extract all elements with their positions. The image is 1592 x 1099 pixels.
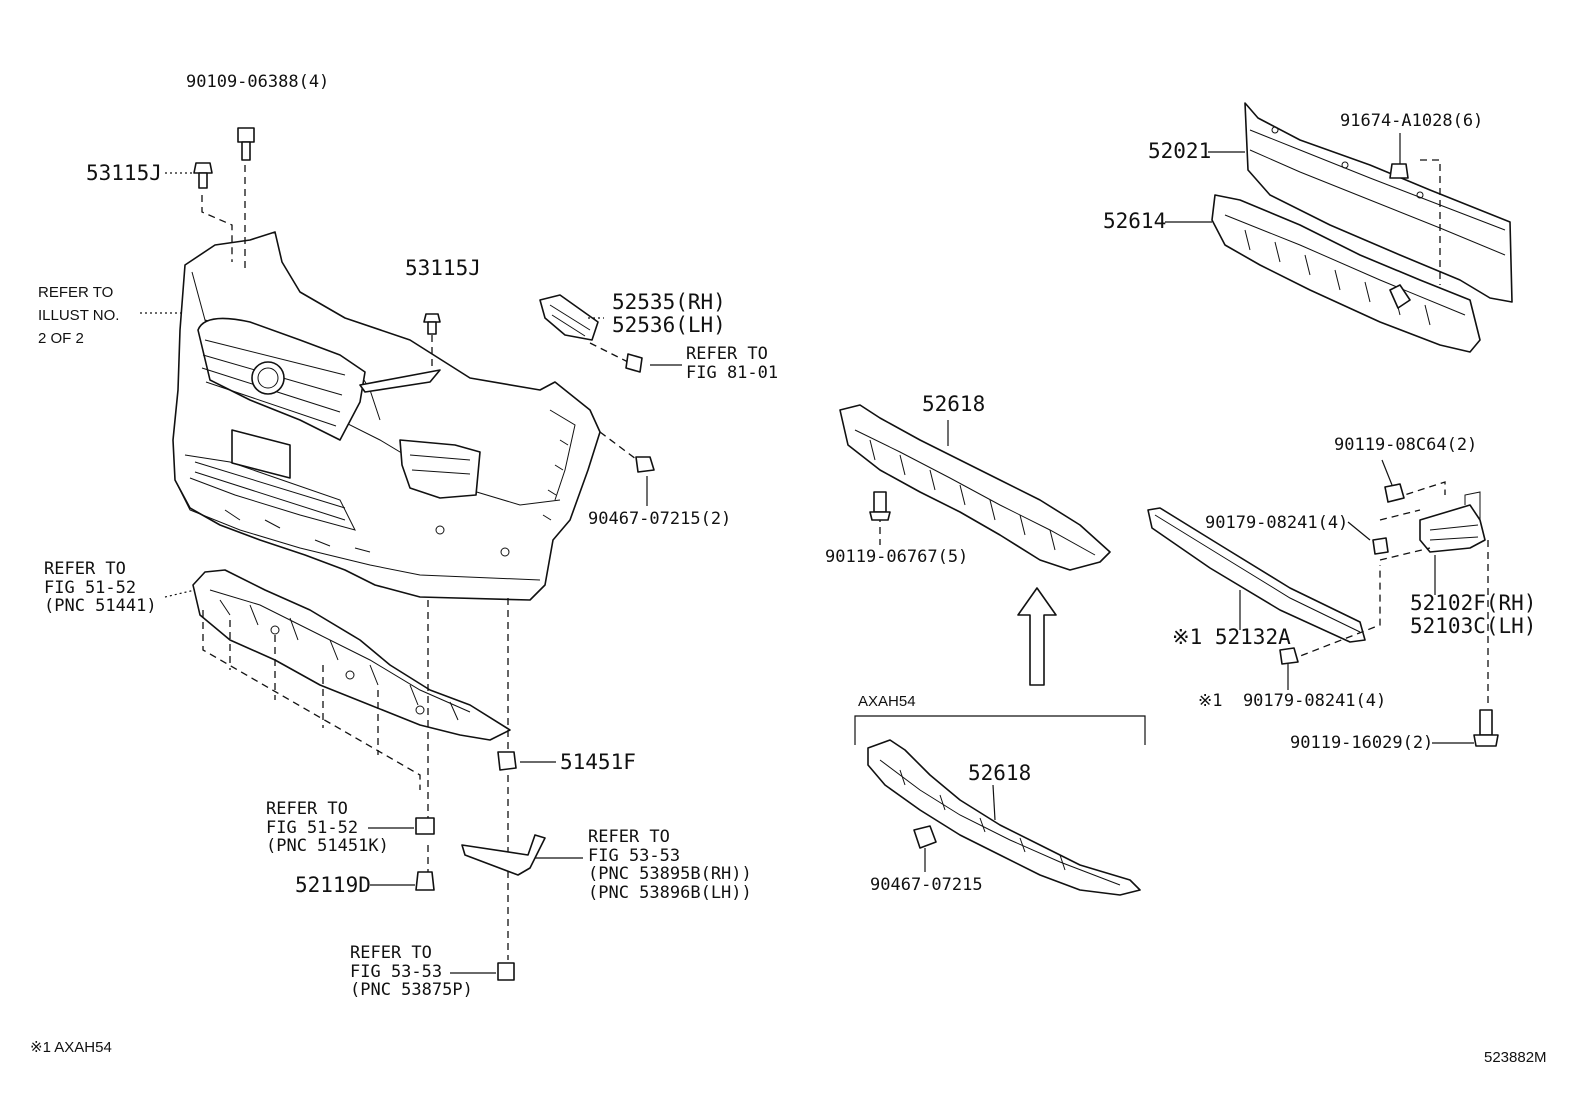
label-90119-06767: 90119-06767(5)	[825, 547, 969, 567]
label-refer-fig-53-53-a: REFER TO FIG 53-53 (PNC 53895B(RH)) (PNC…	[588, 827, 752, 904]
label-axah54: AXAH54	[858, 693, 916, 710]
label-90109: 90109-06388(4)	[186, 72, 330, 92]
label-refer-fig-51-52-top: REFER TO FIG 51-52 (PNC 51441)	[44, 559, 157, 617]
bumper-cover	[172, 231, 601, 601]
label-53115j-left: 53115J	[86, 161, 162, 185]
label-51451f: 51451F	[560, 750, 636, 774]
label-52021: 52021	[1148, 139, 1212, 163]
label-refer-fig-81: REFER TO FIG 81-01	[686, 344, 779, 383]
lower-absorber	[192, 569, 511, 790]
label-91674: 91674-A1028(6)	[1340, 111, 1484, 131]
absorber-52614	[1211, 194, 1481, 353]
bracket-52102f	[1419, 491, 1486, 553]
absorber-52618-bottom	[867, 739, 1141, 896]
label-refer-illust: REFER TO ILLUST NO. 2 OF 2	[38, 284, 120, 347]
label-52618-bottom: 52618	[968, 761, 1032, 785]
leader-lines	[140, 133, 1474, 974]
label-90467-2: 90467-07215(2)	[588, 509, 732, 529]
label-refer-fig-51-52-bottom: REFER TO FIG 51-52 (PNC 51451K)	[266, 799, 389, 857]
label-52614: 52614	[1103, 209, 1167, 233]
up-arrow-icon	[1017, 587, 1057, 686]
label-52535: 52535(RH) 52536(LH)	[612, 290, 726, 338]
reinforcement-52132a	[1147, 507, 1366, 643]
label-52618-top: 52618	[922, 392, 986, 416]
label-52132a: ※1 52132A	[1172, 625, 1291, 649]
label-90467: 90467-07215	[870, 875, 983, 895]
label-90119-08c64: 90119-08C64(2)	[1334, 435, 1478, 455]
label-52119d: 52119D	[295, 873, 371, 897]
label-90179-bottom: ※1 90179-08241(4)	[1198, 691, 1387, 711]
reinforcement-52021	[1244, 102, 1513, 303]
absorber-52618-top	[839, 404, 1111, 571]
label-refer-fig-53-53-b: REFER TO FIG 53-53 (PNC 53875P)	[350, 943, 473, 1001]
fastener-icons	[193, 127, 655, 981]
footnote: ※1 AXAH54	[30, 1039, 112, 1056]
label-90179-top: 90179-08241(4)	[1205, 513, 1349, 533]
label-90119-16029: 90119-16029(2)	[1290, 733, 1434, 753]
diagram-id: 523882M	[1484, 1049, 1547, 1066]
label-52102f: 52102F(RH) 52103C(LH)	[1410, 591, 1537, 639]
label-53115j-center: 53115J	[405, 256, 481, 280]
